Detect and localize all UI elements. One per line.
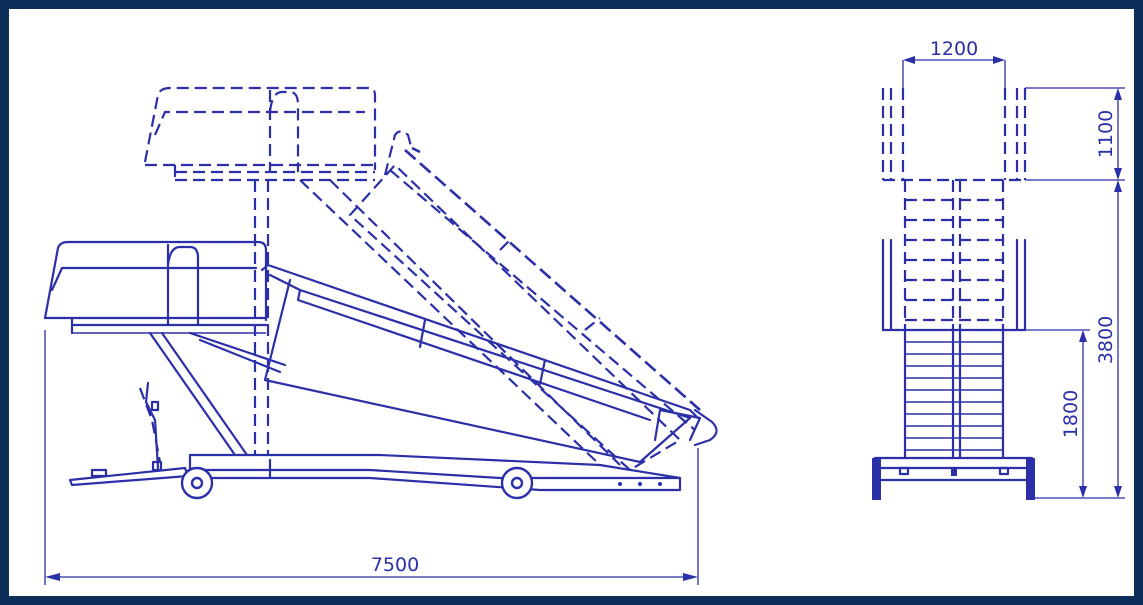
chassis [188, 453, 682, 492]
rail-height-label: 1100 [1095, 110, 1117, 158]
min-height-label: 1800 [1060, 390, 1082, 438]
max-height-label: 3800 [1095, 316, 1117, 364]
lowered-stair [881, 238, 1027, 460]
height-dimensions [1025, 87, 1125, 499]
front-view: 1200 [872, 38, 1125, 500]
raised-steps [903, 180, 1005, 330]
raised-rails [881, 88, 1027, 182]
length-label: 7500 [371, 554, 419, 576]
support-arms [148, 331, 287, 457]
rear-wheel [500, 466, 534, 500]
width-dimension [902, 56, 1006, 90]
raised-platform [143, 86, 377, 455]
width-label: 1200 [930, 38, 978, 60]
front-wheel [180, 466, 214, 500]
side-view: 7500 [43, 86, 718, 585]
raised-stair [299, 130, 701, 472]
length-dimension [44, 330, 699, 585]
tow-bar [68, 381, 190, 487]
lowered-platform [43, 240, 268, 335]
stair-body [260, 263, 718, 464]
front-base [872, 456, 1035, 500]
